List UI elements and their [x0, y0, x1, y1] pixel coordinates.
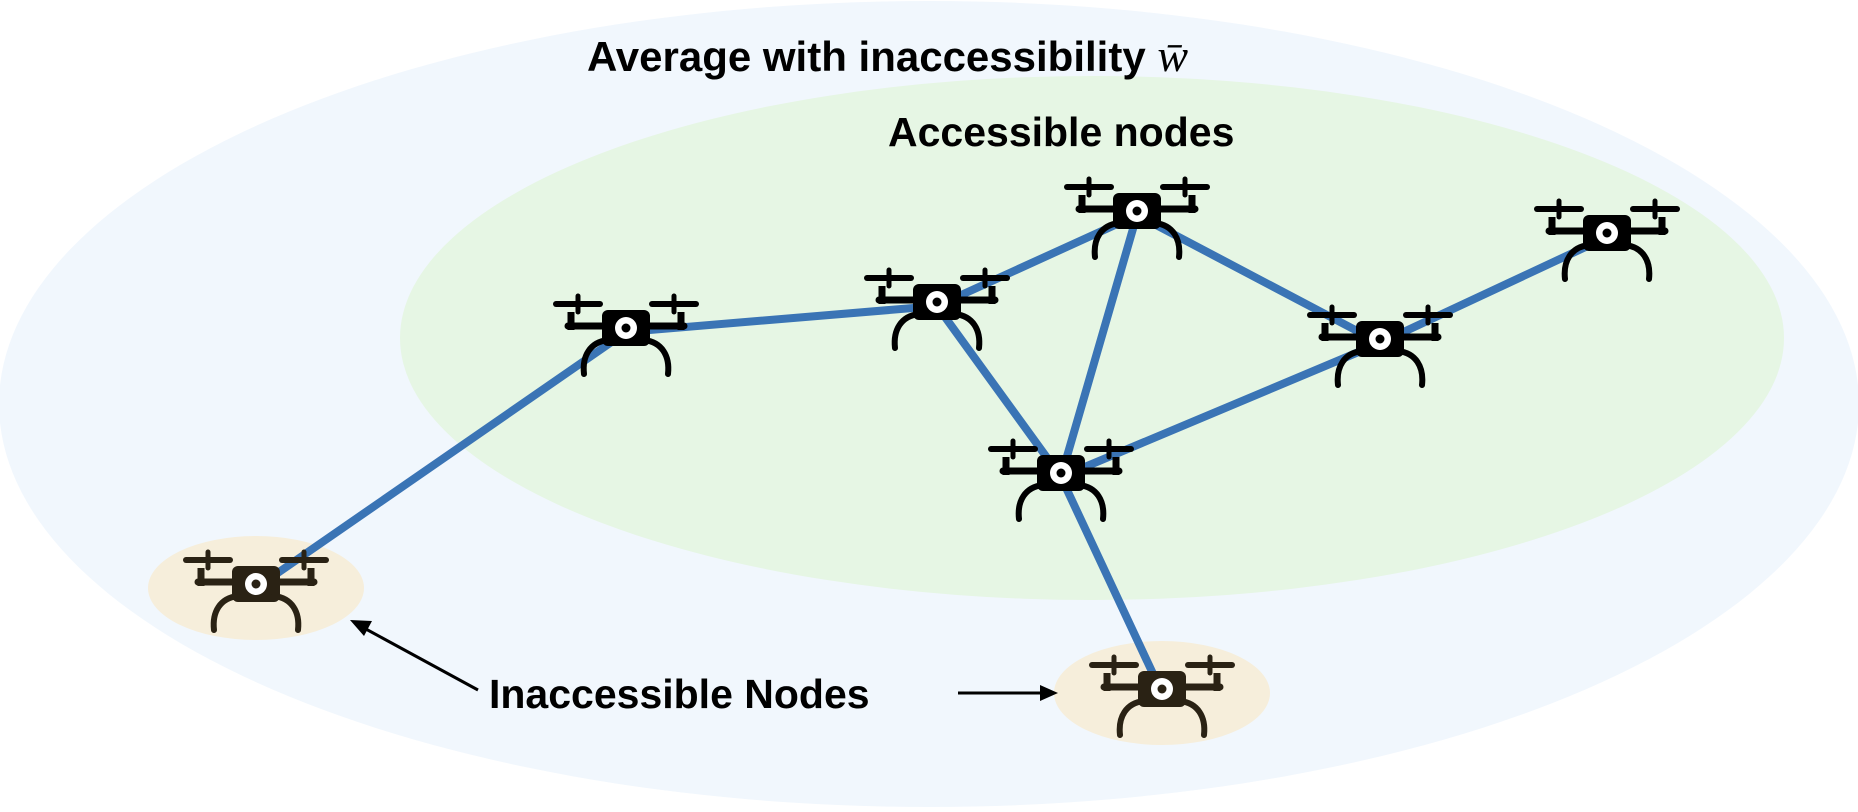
title-prefix: Average with inaccessibility [587, 33, 1157, 80]
edge [1057, 473, 1166, 697]
edge [1057, 339, 1384, 481]
pointer-arrows [350, 620, 1058, 701]
arrowhead-right [1040, 685, 1058, 701]
inaccessible-nodes-label: Inaccessible Nodes [489, 671, 870, 717]
arrowhead-left [350, 620, 372, 636]
title-symbol: w̄ [1157, 30, 1188, 81]
accessible-region [400, 76, 1784, 600]
edge [252, 328, 630, 592]
edge [1057, 211, 1141, 481]
edge [933, 302, 1065, 481]
accessible-nodes-label: Accessible nodes [888, 109, 1234, 155]
arrow-left [363, 626, 479, 692]
edges-group [252, 211, 1611, 697]
title: Average with inaccessibility w̄ [587, 30, 1188, 81]
